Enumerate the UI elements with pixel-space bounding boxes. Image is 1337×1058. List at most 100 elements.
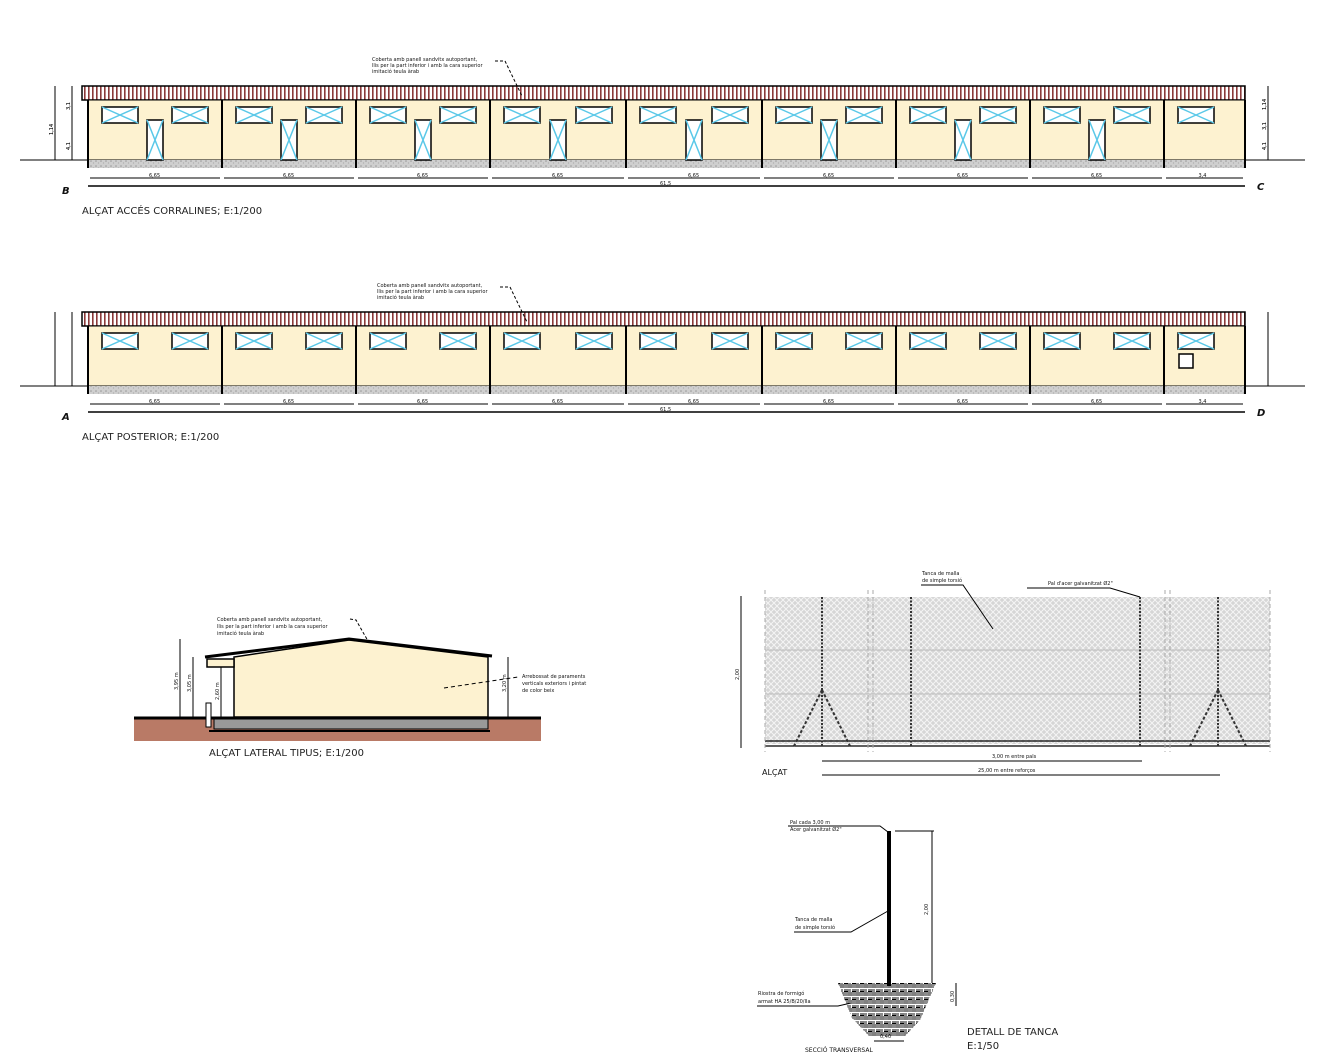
- bay-dim: 6,65: [149, 173, 160, 179]
- height-dim-right: 4,1: [1262, 142, 1268, 150]
- elevation-title: ALÇAT POSTERIOR; E:1/200: [82, 432, 219, 443]
- height-dim: 3,1: [66, 102, 72, 110]
- bay-dim: 6,65: [417, 173, 428, 179]
- window-cross: [1177, 106, 1215, 124]
- roof-line: [204, 637, 493, 659]
- window-cross: [369, 106, 407, 124]
- window-cross: [101, 106, 139, 124]
- height-dim: 1,14: [49, 124, 55, 135]
- roof-note: imitació teula àrab: [372, 68, 419, 75]
- window-cross: [439, 332, 477, 350]
- axis-mark-right: C: [1257, 182, 1265, 193]
- svg-text:de simple torsió: de simple torsió: [795, 924, 835, 931]
- window-cross: [845, 332, 883, 350]
- reinforce-span-dim: 25,00 m entre reforços: [978, 768, 1036, 774]
- svg-text:armat HA 25/B/20/IIa: armat HA 25/B/20/IIa: [758, 999, 811, 1005]
- roof-note: Coberta amb panell sandvitx autoportant,: [377, 283, 483, 289]
- bay-dim: 6,65: [957, 173, 968, 179]
- door-cross: [954, 119, 972, 161]
- height-dim: 3,1: [66, 102, 72, 110]
- svg-text:de simple torsió: de simple torsió: [922, 577, 962, 584]
- window-cross: [909, 332, 947, 350]
- bay-dim: 6,65: [1091, 399, 1102, 405]
- leader-line: [500, 286, 528, 323]
- elevation-rear: 6,65 6,65 6,65 6,65 6,65 6,65 6,65 6,65 3,4 61,5 1…: [20, 99, 1305, 443]
- window-cross: [711, 106, 749, 124]
- roof-note: imitació teula àrab: [377, 294, 424, 301]
- dim-height-eave: 3,05 m: [187, 674, 193, 692]
- bay-dim: 6,65: [417, 399, 428, 405]
- footing-depth-dim: 0,30: [950, 991, 956, 1002]
- axis-mark-left: B: [62, 186, 70, 197]
- svg-text:Acer galvanitzat Ø2": Acer galvanitzat Ø2": [790, 826, 842, 833]
- window-cross: [979, 106, 1017, 124]
- height-dim-right: 1,14: [1262, 99, 1268, 110]
- fence-brace: [793, 689, 851, 747]
- door-cross: [280, 119, 298, 161]
- window-cross: [235, 332, 273, 350]
- window-cross: [575, 332, 613, 350]
- bay-dim: 6,65: [823, 173, 834, 179]
- axis-mark-left: A: [61, 412, 70, 423]
- bay-dim: 6,65: [1091, 173, 1102, 179]
- section-label: SECCIÓ TRANSVERSAL: [805, 1047, 873, 1054]
- window-cross: [711, 332, 749, 350]
- door-cross: [820, 119, 838, 161]
- fence-detail-section: 2,00 0,30 0,40 Pal cada 3,00 m Acer galv…: [757, 820, 1058, 1054]
- door-cross: [1088, 119, 1106, 161]
- bay-dim: 6,65: [552, 399, 563, 405]
- roof-band: [81, 85, 1246, 101]
- window-cross: [101, 332, 139, 350]
- window-cross: [1043, 106, 1081, 124]
- dim-height-porch: 2,60 m: [215, 682, 221, 700]
- window-cross: [171, 106, 209, 124]
- window-cross: [775, 332, 813, 350]
- window-cross: [235, 106, 273, 124]
- window-cross: [775, 106, 813, 124]
- posts-span-dim: 3,00 m entre pals: [992, 754, 1037, 760]
- window-cross: [439, 106, 477, 124]
- window-cross: [845, 106, 883, 124]
- dim-height-rear: 3,20 m: [502, 674, 508, 692]
- bay-dim: 6,65: [283, 399, 294, 405]
- svg-text:verticals exteriors i pintat: verticals exteriors i pintat: [522, 681, 586, 687]
- bay-dim: 6,65: [149, 399, 160, 405]
- fence-height-dim: 2,00: [735, 669, 741, 680]
- window-cross: [575, 106, 613, 124]
- roof-note: Coberta amb panell sandvitx autoportant,: [372, 57, 478, 63]
- window-cross: [909, 106, 947, 124]
- height-dim: 1,14: [49, 124, 55, 135]
- dim-height-ridge: 3,95 m: [174, 672, 180, 690]
- roof-band: [81, 311, 1246, 327]
- footing-width-dim: 0,40: [880, 1034, 891, 1040]
- door-cross: [685, 119, 703, 161]
- bay-dim: 3,4: [1199, 173, 1207, 179]
- footing-note: Riostra de formigó: [758, 990, 804, 997]
- roof-note: llis per la part inferior i amb la cara …: [372, 63, 483, 69]
- window-cross: [1043, 332, 1081, 350]
- window-cross: [979, 332, 1017, 350]
- axis-mark-right: D: [1257, 408, 1265, 419]
- detail-mesh-note: Tanca de malla: [794, 917, 832, 923]
- fence-post: [887, 831, 891, 986]
- fence-post-note: Pal d'acer galvanitzat Ø2": [1048, 580, 1113, 587]
- door-cross: [414, 119, 432, 161]
- window-cross: [1113, 332, 1151, 350]
- svg-text:llis per la part inferior i am: llis per la part inferior i amb la cara …: [217, 624, 328, 630]
- bay-dim: 6,65: [688, 173, 699, 179]
- bay-dim: 6,65: [283, 173, 294, 179]
- bay-dim: 6,65: [688, 399, 699, 405]
- fence-view-label: ALÇAT: [762, 768, 787, 777]
- leader-line: [495, 60, 523, 97]
- total-dim: 61,5: [660, 407, 671, 413]
- elevation-lateral: 3,95 m 3,05 m 2,60 m 3,20 m Coberta amb …: [134, 617, 586, 759]
- post-note: Pal cada 3,00 m: [790, 820, 830, 826]
- fence-elevation: 2,00 3,00 m entre pals 25,00 m entre ref…: [735, 571, 1271, 777]
- window-cross: [503, 332, 541, 350]
- window-cross: [639, 106, 677, 124]
- foundation: [213, 718, 489, 730]
- window-cross: [1177, 332, 1215, 350]
- height-dim-right: 3,1: [1262, 122, 1268, 130]
